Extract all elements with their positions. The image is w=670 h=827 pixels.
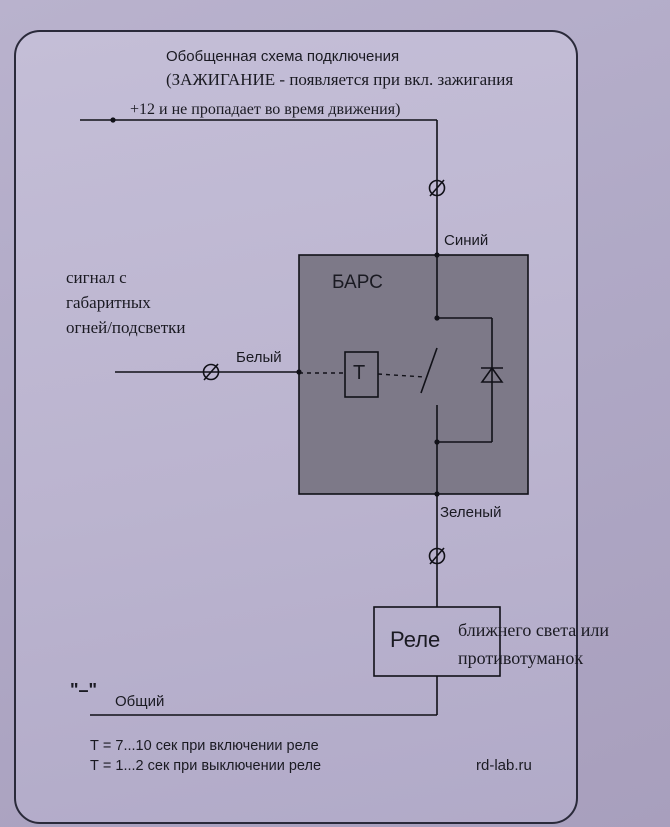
signal-label-line3: огней/подсветки [66, 318, 186, 337]
fuse-green-icon [428, 547, 446, 565]
node-switch-top [434, 315, 440, 321]
switch-blade [420, 347, 438, 394]
ignition-note-line1: (ЗАЖИГАНИЕ - появляется при вкл. зажиган… [166, 70, 514, 89]
wire-blue-label: Синий [444, 232, 489, 249]
diagram-title: Обобщенная схема подключения [166, 48, 400, 65]
timing-off: Т = 1...2 сек при выключении реле [90, 758, 322, 774]
node-white-entry [296, 369, 302, 375]
common-wire [90, 676, 438, 716]
ignition-wire [80, 119, 438, 255]
block-name: БАРС [332, 272, 383, 293]
signal-label-line2: габаритных [66, 293, 151, 312]
diode-icon [480, 366, 504, 383]
timing-on: Т = 7...10 сек при включении реле [90, 738, 319, 754]
switch-circuit [420, 255, 493, 494]
signal-label-line1: сигнал с [66, 268, 127, 287]
wire-white-label: Белый [236, 349, 282, 366]
fuse-white-icon [202, 363, 220, 381]
timer-label: Т [353, 362, 366, 384]
ignition-node-dot [110, 117, 116, 123]
relay-label: Реле [390, 627, 441, 652]
relay-desc-line1: ближнего света или [458, 620, 610, 640]
ignition-note-line2: +12 и не пропадает во время движения) [130, 101, 401, 118]
minus-label: "–" [70, 680, 98, 700]
node-switch-bottom [434, 439, 440, 445]
wire-common-label: Общий [115, 693, 165, 710]
fuse-blue-icon [428, 179, 446, 197]
site-label: rd-lab.ru [476, 757, 532, 774]
relay-desc-line2: противотуманок [458, 648, 584, 668]
wire-green-label: Зеленый [440, 504, 502, 521]
bars-block [298, 254, 529, 495]
node-blue-entry [434, 252, 440, 258]
